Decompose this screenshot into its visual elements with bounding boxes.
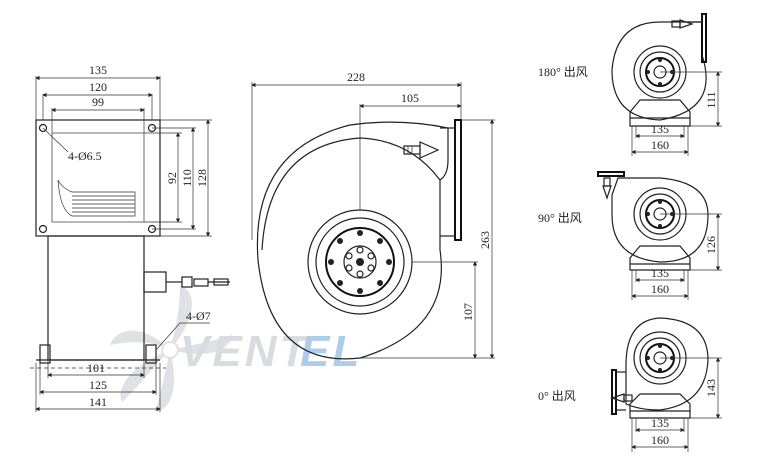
airflow-arrow-icon: [610, 393, 633, 403]
watermark-text-main: VENT: [180, 327, 309, 376]
outlet-view-label: 180° 出风: [538, 65, 588, 79]
dim-side-141: 141: [89, 395, 107, 409]
hole-spec-top: 4-Ø6.5: [68, 149, 102, 163]
front-view-impeller: [307, 209, 413, 315]
dim-front-263: 263: [478, 231, 492, 249]
side-view-base: [30, 344, 166, 369]
dim-side-101: 101: [87, 361, 105, 375]
front-view-outlet-flange: [454, 119, 462, 241]
airflow-arrow-icon: [403, 141, 440, 159]
dim-side-92: 92: [165, 172, 179, 184]
dim-90-160: 160: [651, 282, 669, 296]
mount-hole: [38, 224, 48, 234]
outlet-view-180: 180° 出风 135 160 111: [538, 13, 722, 156]
front-view-dimensions: [251, 82, 495, 359]
dim-front-228: 228: [347, 70, 365, 84]
dim-0-160: 160: [651, 433, 669, 447]
dim-90-135: 135: [651, 266, 669, 280]
hole-spec-bottom: 4-Ø7: [186, 309, 211, 323]
dim-180-160: 160: [651, 138, 669, 152]
dim-180-135: 135: [651, 122, 669, 136]
dim-side-135: 135: [89, 63, 107, 77]
side-view-dimensions: [35, 75, 212, 412]
airflow-arrow-icon: [671, 19, 694, 29]
outlet-view-label: 0° 出风: [538, 389, 576, 403]
dim-90-height: 126: [704, 236, 718, 254]
dim-side-99: 99: [92, 95, 104, 109]
watermark-logo: VENT EL: [110, 285, 359, 412]
dim-side-128: 128: [195, 169, 209, 187]
side-view-flange: [35, 119, 161, 237]
outlet-view-label: 90° 出风: [538, 211, 582, 225]
dim-0-135: 135: [651, 416, 669, 430]
mount-hole: [38, 123, 48, 133]
side-view-cable: [143, 271, 230, 293]
dim-side-125: 125: [89, 378, 107, 392]
side-view: 135 120 99 4-Ø6.5 92 110 128 4-Ø7 101 12…: [30, 63, 230, 412]
outlet-view-0: 0° 出风 135 160 143: [538, 317, 722, 452]
dim-front-107: 107: [461, 303, 475, 321]
dim-0-height: 143: [704, 379, 718, 397]
side-view-impeller: [57, 179, 136, 217]
dim-side-120: 120: [89, 80, 107, 94]
watermark-fan-icon: [110, 285, 232, 412]
dim-180-height: 111: [704, 91, 718, 108]
dim-side-110: 110: [180, 169, 194, 187]
outlet-view-90: 90° 出风 135 160 126: [538, 171, 722, 300]
dim-front-105: 105: [401, 91, 419, 105]
front-view: 228 105 263 107: [251, 70, 495, 360]
airflow-arrow-icon: [602, 177, 612, 200]
front-view-housing: [256, 121, 449, 360]
